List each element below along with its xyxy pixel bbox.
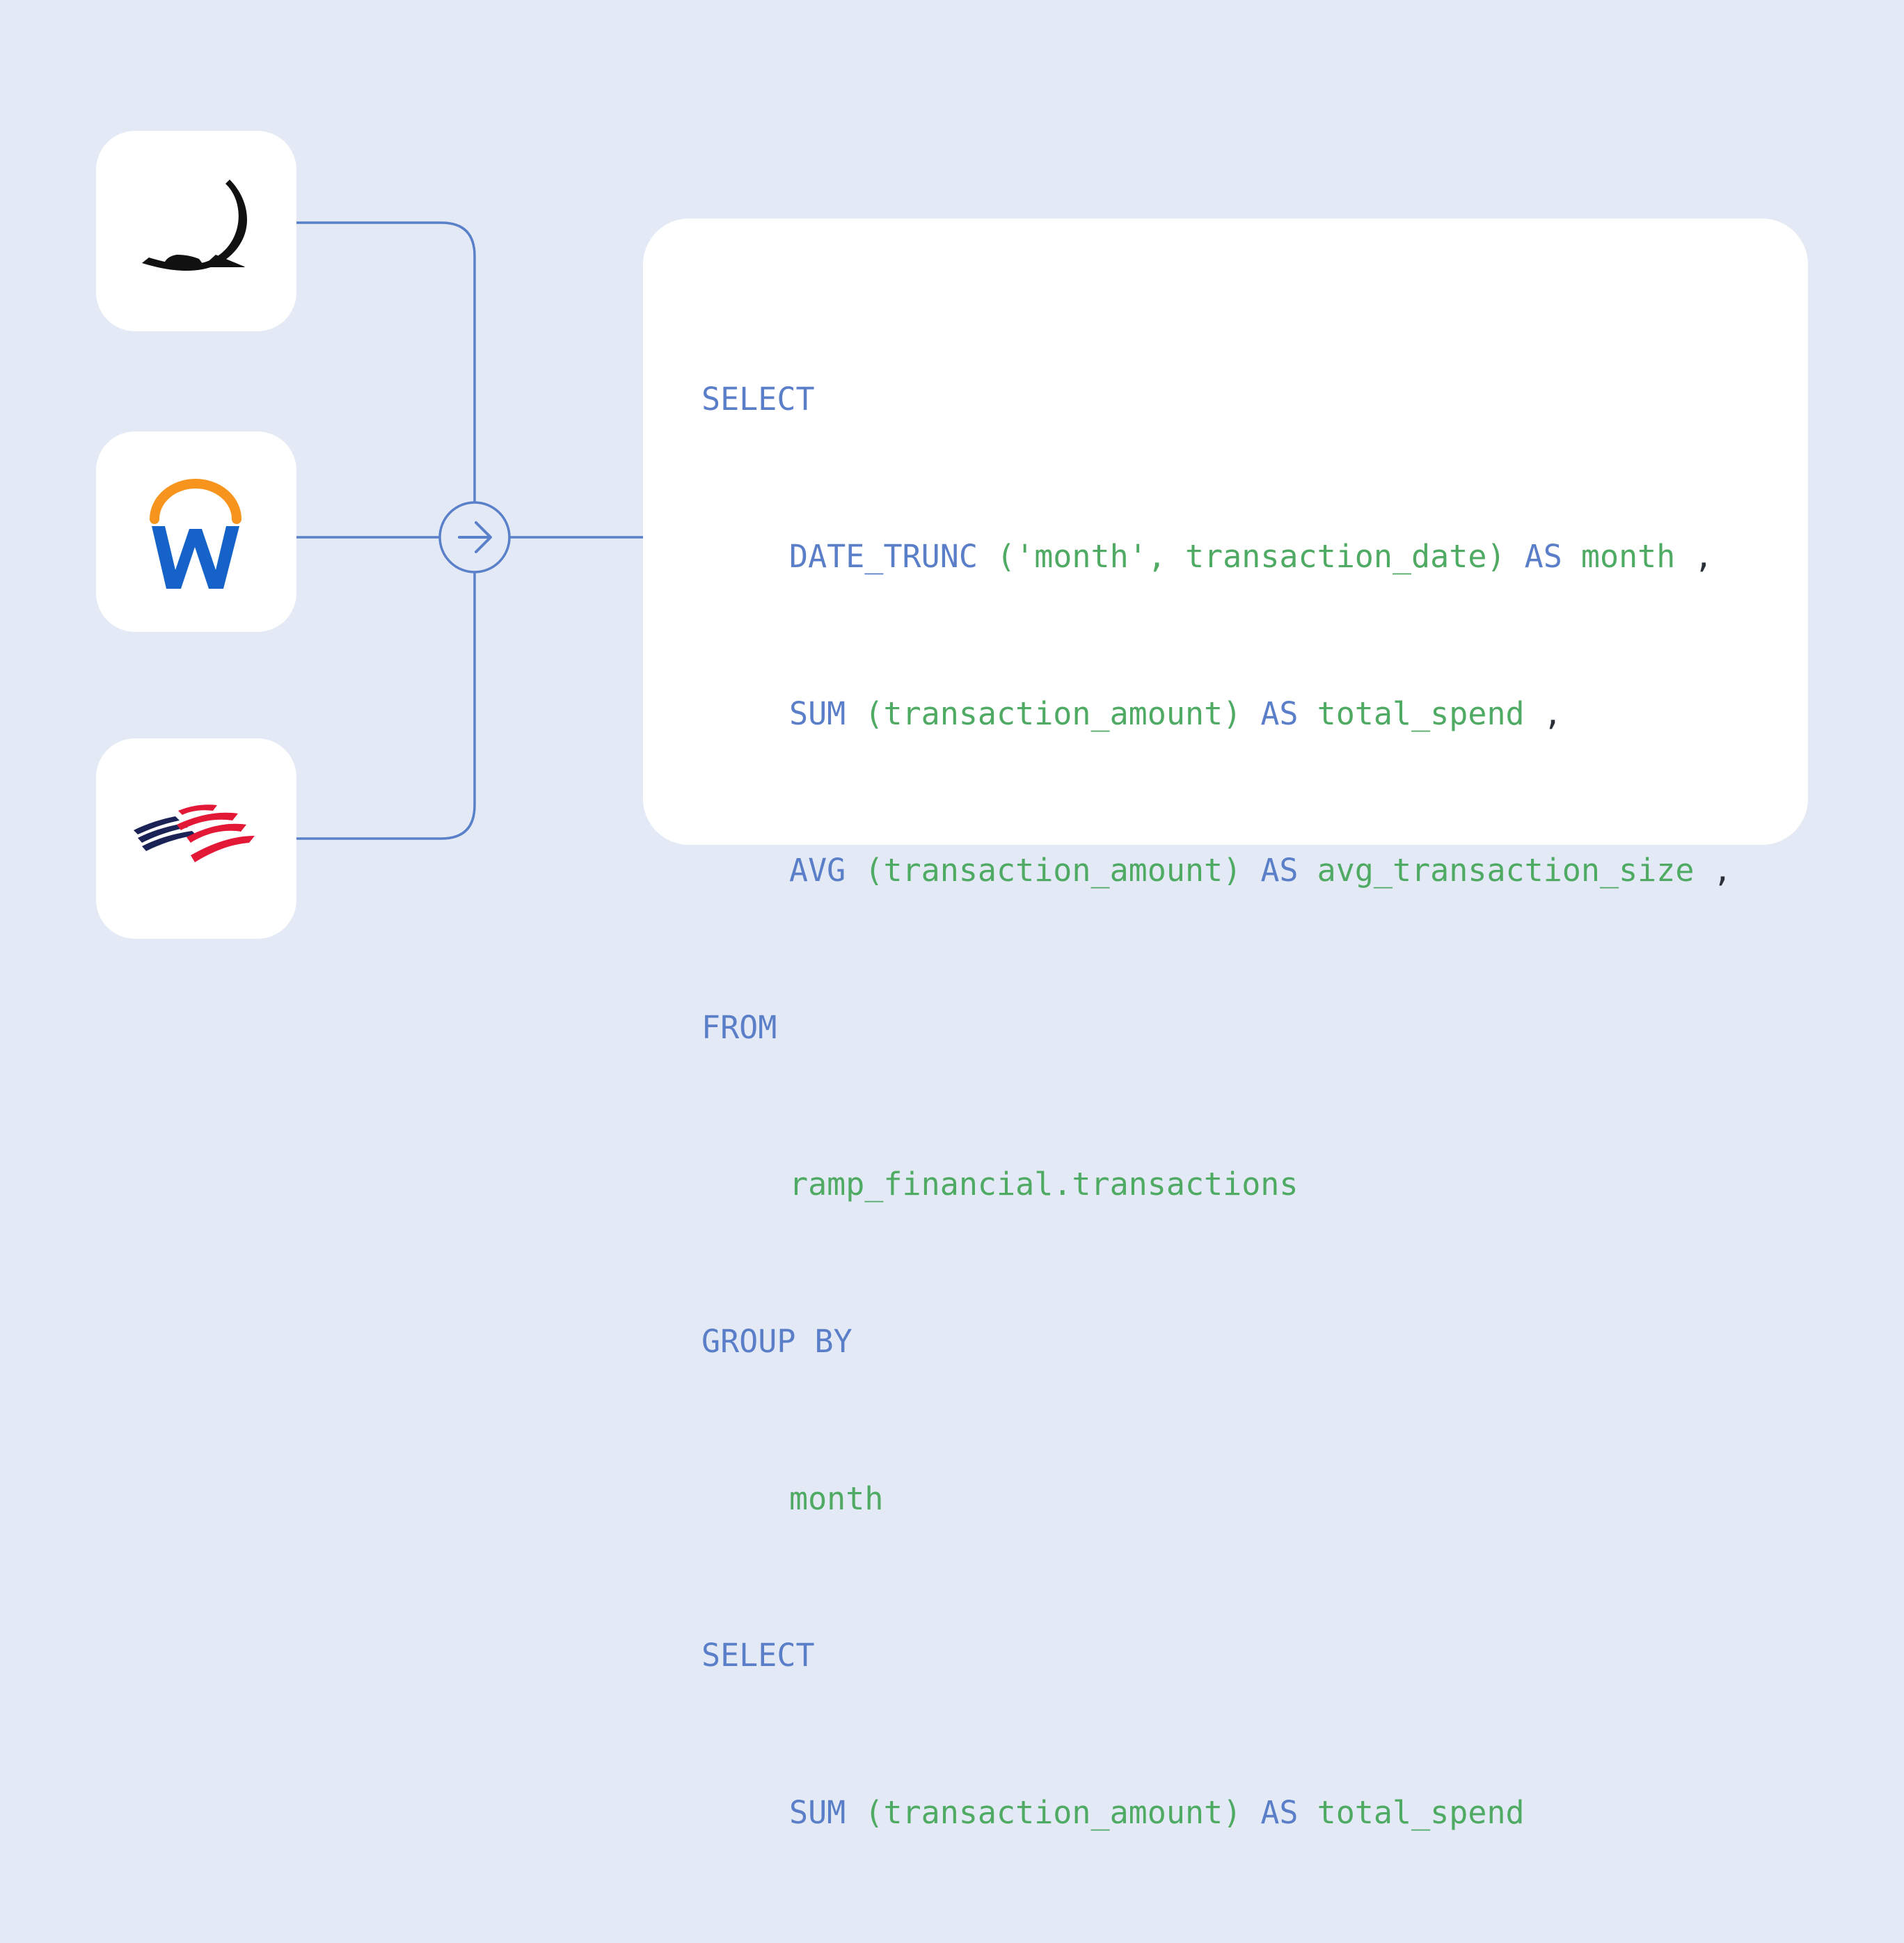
sql-keyword: SELECT [701, 381, 815, 418]
code-line-3: SUM (transaction_amount) AS total_spend … [701, 688, 1732, 740]
sql-comma: , [1694, 538, 1713, 575]
sql-keyword: FROM [701, 1008, 777, 1046]
sql-keyword: AS [1524, 538, 1562, 575]
sql-function: SUM [789, 1793, 846, 1831]
code-line-8: month [701, 1473, 1732, 1525]
sql-keyword: AS [1260, 1793, 1299, 1831]
sql-table-name: ramp_financial.transactions [789, 1166, 1299, 1203]
source-card-bank-of-america [96, 738, 296, 939]
connector-diagram [296, 221, 643, 840]
sql-comma: , [1713, 852, 1732, 889]
sql-arguments: ('month', transaction_date) [997, 538, 1506, 575]
sql-arguments: (transaction_amount) [864, 852, 1242, 889]
code-line-4: AVG (transaction_amount) AS avg_transact… [701, 844, 1732, 896]
sql-function: AVG [789, 852, 846, 889]
code-line-6: ramp_financial.transactions [701, 1158, 1732, 1210]
connector-line-top [296, 221, 476, 502]
sql-function: SUM [789, 695, 846, 732]
sql-arguments: (transaction_amount) [864, 1793, 1242, 1831]
bank-of-america-logo-icon [134, 804, 255, 862]
code-line-1: SELECT [701, 373, 1732, 425]
source-card-black-swoosh [96, 131, 296, 331]
sql-keyword: AS [1260, 695, 1299, 732]
sql-keyword: AS [1260, 852, 1299, 889]
sql-alias: total_spend [1317, 1793, 1525, 1831]
sql-keyword: GROUP BY [701, 1322, 852, 1360]
sql-alias: month [1580, 538, 1676, 575]
arrow-right-icon [438, 501, 511, 573]
sql-alias: total_spend [1317, 695, 1525, 732]
connector-line-bottom [296, 572, 476, 840]
code-line-7: GROUP BY [701, 1315, 1732, 1367]
code-line-9: SELECT [701, 1629, 1732, 1681]
sql-arguments: (transaction_amount) [864, 695, 1242, 732]
sql-column-name: month [789, 1480, 884, 1517]
source-logo-black-swoosh-icon [142, 180, 248, 271]
code-line-10: SUM (transaction_amount) AS total_spend [701, 1786, 1732, 1839]
code-line-5: FROM [701, 1001, 1732, 1054]
sql-comma: , [1543, 695, 1562, 732]
sql-keyword: SELECT [701, 1637, 815, 1674]
sql-alias: avg_transaction_size [1317, 852, 1695, 889]
workday-logo-icon [150, 479, 241, 589]
sql-function: DATE_TRUNC [789, 538, 978, 575]
code-line-2: DATE_TRUNC ('month', transaction_date) A… [701, 530, 1732, 582]
source-card-workday [96, 431, 296, 632]
sql-code-panel: SELECT DATE_TRUNC ('month', transaction_… [643, 219, 1808, 1831]
sql-code-block: SELECT DATE_TRUNC ('month', transaction_… [701, 269, 1732, 1943]
